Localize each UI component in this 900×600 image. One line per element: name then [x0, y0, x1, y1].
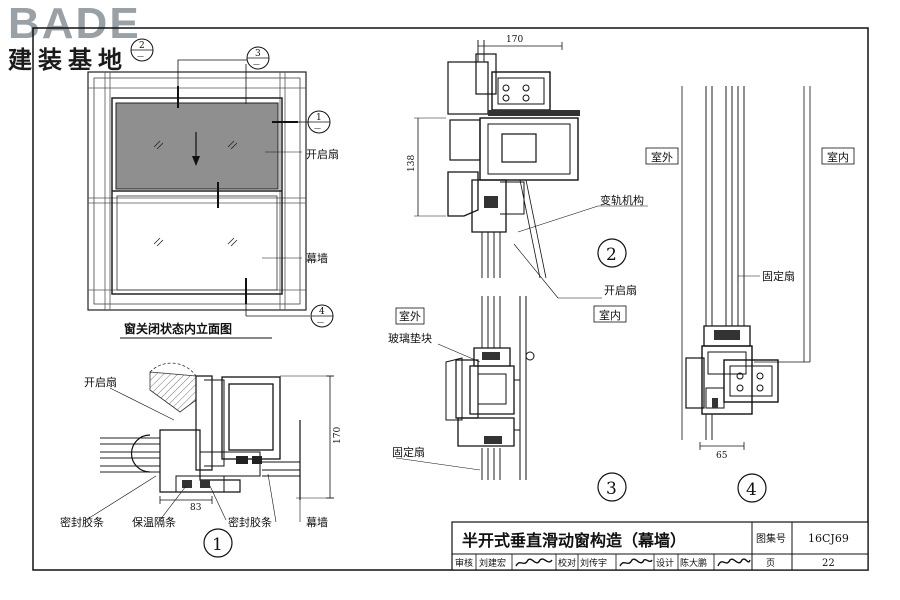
- svg-text:4: 4: [746, 480, 757, 500]
- dim-138-detail2: 138: [407, 155, 417, 172]
- detail-2-number: 2: [597, 238, 627, 268]
- elevation-caption: 窗关闭状态内立面图: [124, 321, 232, 336]
- svg-text:4: 4: [319, 307, 325, 317]
- svg-text:1: 1: [212, 535, 223, 555]
- label-glass-block: 玻璃垫块: [388, 331, 432, 345]
- dim-170-detail2: 170: [506, 35, 523, 45]
- label-curtain-wall-elevation: 幕墙: [306, 251, 328, 265]
- label-fixed-sash-d3: 固定扇: [392, 445, 425, 459]
- svg-text:3: 3: [255, 49, 261, 59]
- label-track-mechanism: 变轨机构: [600, 193, 644, 207]
- detail-1-number: 1: [203, 528, 233, 558]
- label-inside-d4: 室内: [827, 150, 849, 164]
- detail-1: 170 83 开启扇 密封胶条 保温隔条 密封胶条 幕墙 1: [60, 362, 343, 558]
- detail-2: 170 138: [407, 35, 648, 299]
- callout-4: 4 —: [310, 304, 334, 328]
- reviewer-name: 刘建宏: [479, 557, 506, 569]
- sheet-border: [32, 27, 869, 571]
- detail-4-number: 4: [737, 473, 767, 503]
- svg-text:—: —: [253, 60, 260, 68]
- dim-170-detail1: 170: [333, 427, 343, 444]
- design-label: 设计: [656, 557, 674, 569]
- label-inside-d3: 室内: [599, 308, 621, 322]
- label-outside-d4: 室外: [651, 150, 673, 164]
- label-open-sash-d1: 开启扇: [84, 375, 117, 389]
- checker-signature: [619, 558, 653, 567]
- svg-text:3: 3: [606, 479, 617, 499]
- label-seal-left-d1: 密封胶条: [60, 515, 104, 529]
- svg-text:2: 2: [139, 41, 145, 51]
- detail-3-number: 3: [597, 472, 627, 502]
- drawing-title: 半开式垂直滑动窗构造（幕墙）: [462, 531, 686, 550]
- check-label: 校对: [558, 557, 576, 569]
- reviewer-signature: [515, 558, 553, 567]
- checker-name: 刘传宇: [580, 557, 607, 569]
- logo-brand: BADE: [8, 0, 141, 48]
- svg-text:—: —: [314, 124, 321, 132]
- svg-text:2: 2: [606, 245, 617, 265]
- label-thermal-strip-d1: 保温隔条: [132, 515, 176, 529]
- designer-name: 陈大鹏: [680, 557, 707, 569]
- review-label: 审核: [455, 557, 473, 569]
- logo: BADE 建装基地: [8, 0, 141, 75]
- dim-65-detail4: 65: [716, 451, 728, 461]
- dim-83-detail1: 83: [190, 503, 202, 513]
- logo-subtitle: 建装基地: [8, 46, 128, 74]
- page-label: 页: [766, 558, 775, 569]
- label-open-sash-elevation: 开启扇: [306, 147, 339, 161]
- detail-3: 室外 室内 玻璃垫块 固定扇: [388, 296, 627, 502]
- elevation-view: 开启扇 幕墙 2 — 3 — 1 — 4 — 窗关闭状态内立面图: [87, 38, 339, 339]
- label-open-sash-d2: 开启扇: [604, 283, 637, 297]
- atlas-number: 16CJ69: [808, 532, 849, 545]
- designer-signature: [717, 558, 751, 567]
- svg-text:—: —: [317, 318, 324, 326]
- svg-text:—: —: [137, 52, 144, 60]
- callout-2: 2 —: [130, 38, 154, 62]
- atlas-label: 图集号: [756, 532, 786, 545]
- callout-1: 1 —: [307, 110, 331, 134]
- title-block: 半开式垂直滑动窗构造（幕墙） 图集号 16CJ69 审核 刘建宏 校对 刘传宇 …: [451, 521, 869, 571]
- label-seal-right-d1: 密封胶条: [228, 515, 272, 529]
- svg-text:1: 1: [316, 113, 322, 123]
- detail-4: 室外 室内: [645, 86, 855, 503]
- label-outside-d3: 室外: [399, 309, 421, 323]
- page-number: 22: [822, 558, 835, 569]
- label-fixed-sash-d4: 固定扇: [762, 269, 795, 283]
- callout-3: 3 —: [246, 46, 270, 70]
- label-curtain-wall-d1: 幕墙: [306, 515, 328, 529]
